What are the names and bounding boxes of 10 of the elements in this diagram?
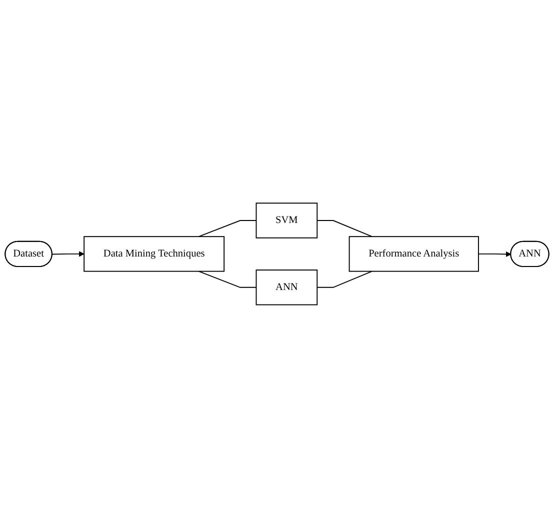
- node-box: SVM: [256, 202, 318, 238]
- connector: [316, 220, 372, 238]
- connector: [198, 270, 257, 288]
- node-box: Performance Analysis: [348, 236, 479, 272]
- connector: [316, 270, 372, 288]
- arrow: [52, 251, 84, 257]
- node-box: ANN: [256, 270, 318, 306]
- node-box: Data Mining Techniques: [84, 236, 225, 272]
- arrow: [478, 251, 512, 258]
- connector: [198, 220, 257, 238]
